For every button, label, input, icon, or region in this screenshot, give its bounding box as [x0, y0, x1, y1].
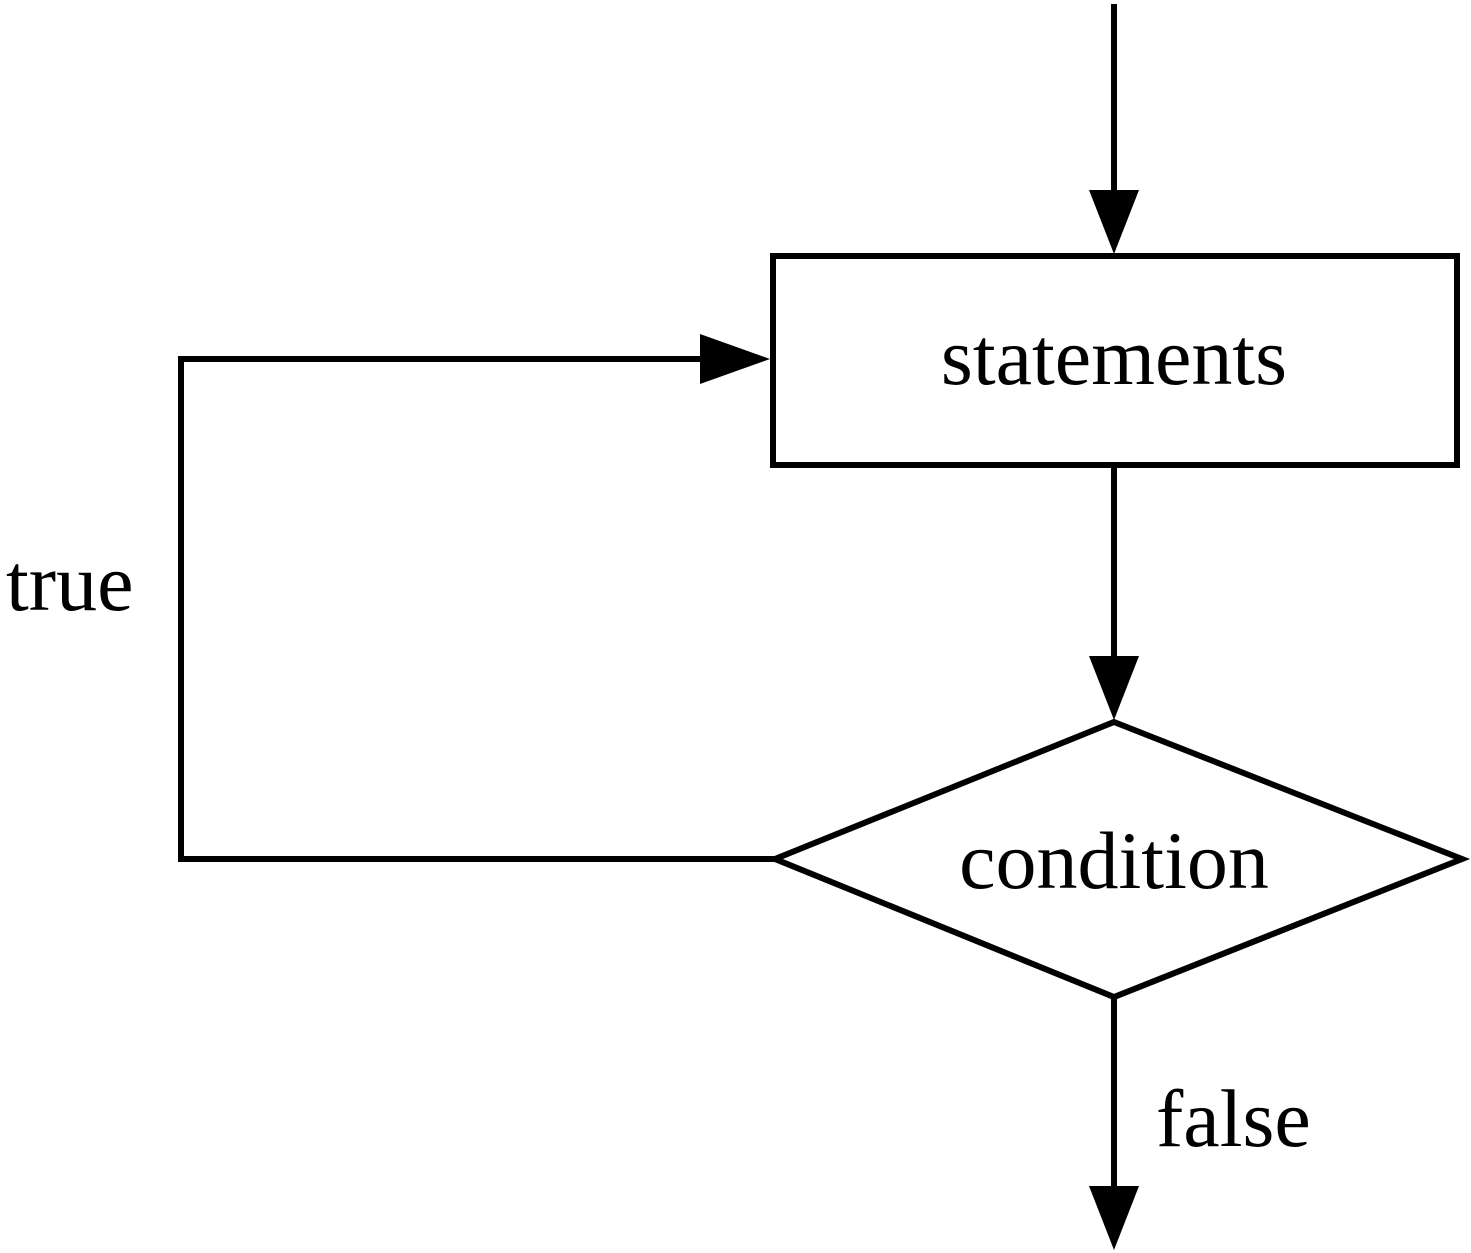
true-branch-arrow: [178, 334, 775, 862]
statements-node: statements: [770, 253, 1460, 468]
statements-label: statements: [941, 311, 1287, 402]
condition-node: condition: [767, 718, 1471, 1001]
statements-to-condition-arrow: [1089, 465, 1139, 720]
false-branch-arrow: [1089, 997, 1139, 1250]
false-branch-label: false: [1156, 1073, 1311, 1164]
true-branch-label: true: [6, 537, 133, 628]
condition-label: condition: [959, 815, 1269, 906]
entry-arrow: [1089, 4, 1139, 254]
